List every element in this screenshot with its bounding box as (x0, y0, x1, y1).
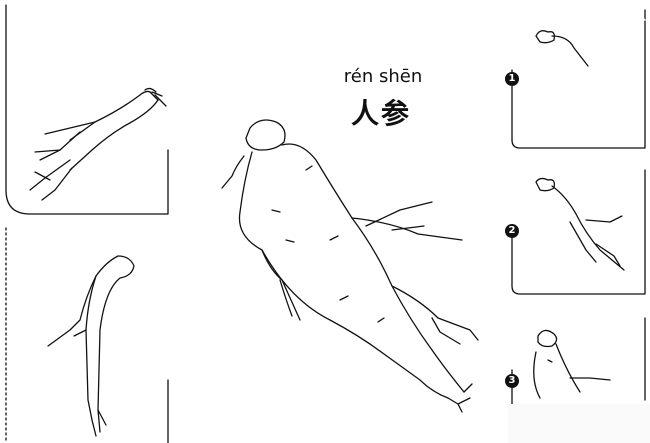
step-panel-2-frame (511, 169, 646, 295)
step-panel-1-frame (511, 4, 646, 149)
panel-frame-top-left (5, 4, 169, 215)
chinese-title: 人参 (350, 97, 411, 130)
step-panel-1-sketch (535, 30, 589, 67)
pinyin-label: rén shēn (343, 66, 423, 87)
ginseng-sketch-top-left (29, 87, 167, 201)
step-panel-2-sketch (535, 177, 625, 271)
ginseng-drawing-center (221, 119, 479, 413)
step-badge-3: 3 (505, 374, 519, 388)
step-badge-2: 2 (505, 224, 519, 238)
ginseng-sketch-bottom-left (47, 255, 135, 437)
watermark-patch (508, 404, 650, 443)
step-badge-1: 1 (505, 72, 519, 86)
step-panel-3-frame (511, 317, 646, 411)
step-panel-3-sketch (533, 329, 611, 399)
